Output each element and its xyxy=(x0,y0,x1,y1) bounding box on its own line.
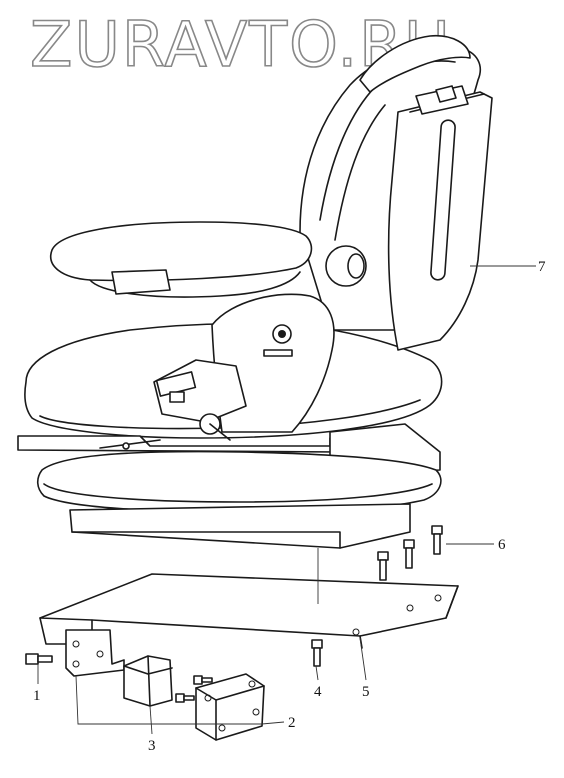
callout-7: 7 xyxy=(538,259,546,275)
bolt-set xyxy=(25,525,443,703)
bolt xyxy=(377,551,389,581)
bolt xyxy=(403,539,415,569)
leader-lines xyxy=(37,265,536,735)
callout-labels: 7 6 5 4 1 2 3 xyxy=(33,259,546,754)
bolt xyxy=(311,639,323,667)
spacer-block xyxy=(195,673,265,741)
callout-1: 1 xyxy=(33,688,41,704)
mounting-bracket xyxy=(65,629,125,677)
callout-6: 6 xyxy=(498,537,506,553)
callout-5: 5 xyxy=(362,684,370,700)
bolt xyxy=(25,653,53,665)
bolt xyxy=(193,675,213,685)
callout-4: 4 xyxy=(314,684,322,700)
base-plate xyxy=(39,573,459,649)
suspension-base xyxy=(36,450,442,549)
backrest-cover xyxy=(387,85,493,351)
callout-3: 3 xyxy=(148,738,156,754)
bolt xyxy=(431,525,443,555)
bolt xyxy=(175,693,195,703)
callout-2: 2 xyxy=(288,715,296,731)
support-block xyxy=(123,655,173,707)
